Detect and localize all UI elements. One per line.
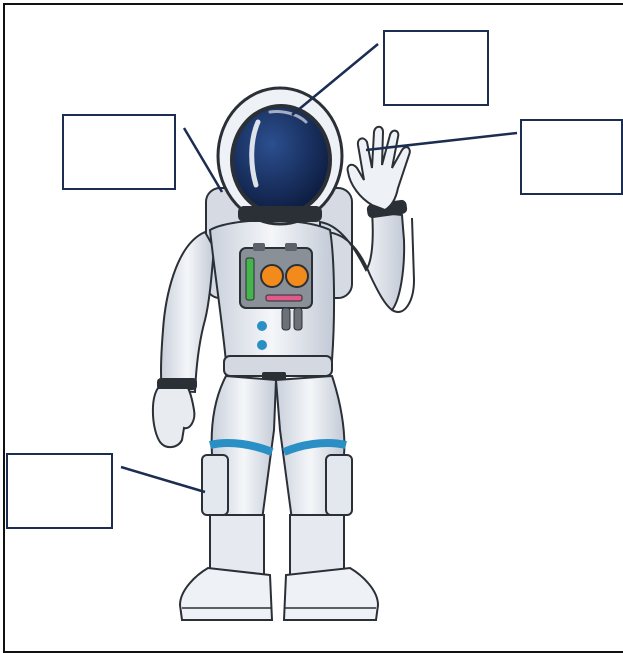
leader-line-boot-leg	[121, 467, 205, 492]
leader-line-backpack	[184, 128, 222, 192]
left-arm	[161, 232, 214, 392]
chest-button-2	[257, 340, 267, 350]
gauge-bar	[246, 258, 254, 300]
panel-light-right	[286, 265, 308, 287]
chest-button-1	[257, 321, 267, 331]
label-box-helmet[interactable]	[383, 30, 489, 106]
leg-pocket-right	[326, 455, 352, 515]
right-glove	[348, 127, 410, 210]
leg-pocket-left	[202, 455, 228, 515]
label-box-backpack[interactable]	[62, 114, 176, 190]
panel-light-left	[261, 265, 283, 287]
right-boot	[284, 568, 378, 620]
label-box-boot-leg[interactable]	[6, 453, 113, 529]
label-box-glove[interactable]	[520, 119, 623, 195]
left-glove	[153, 388, 194, 447]
left-boot	[180, 568, 272, 620]
helmet-collar	[238, 206, 322, 222]
helmet-visor	[232, 106, 330, 214]
leader-line-helmet	[292, 44, 378, 115]
